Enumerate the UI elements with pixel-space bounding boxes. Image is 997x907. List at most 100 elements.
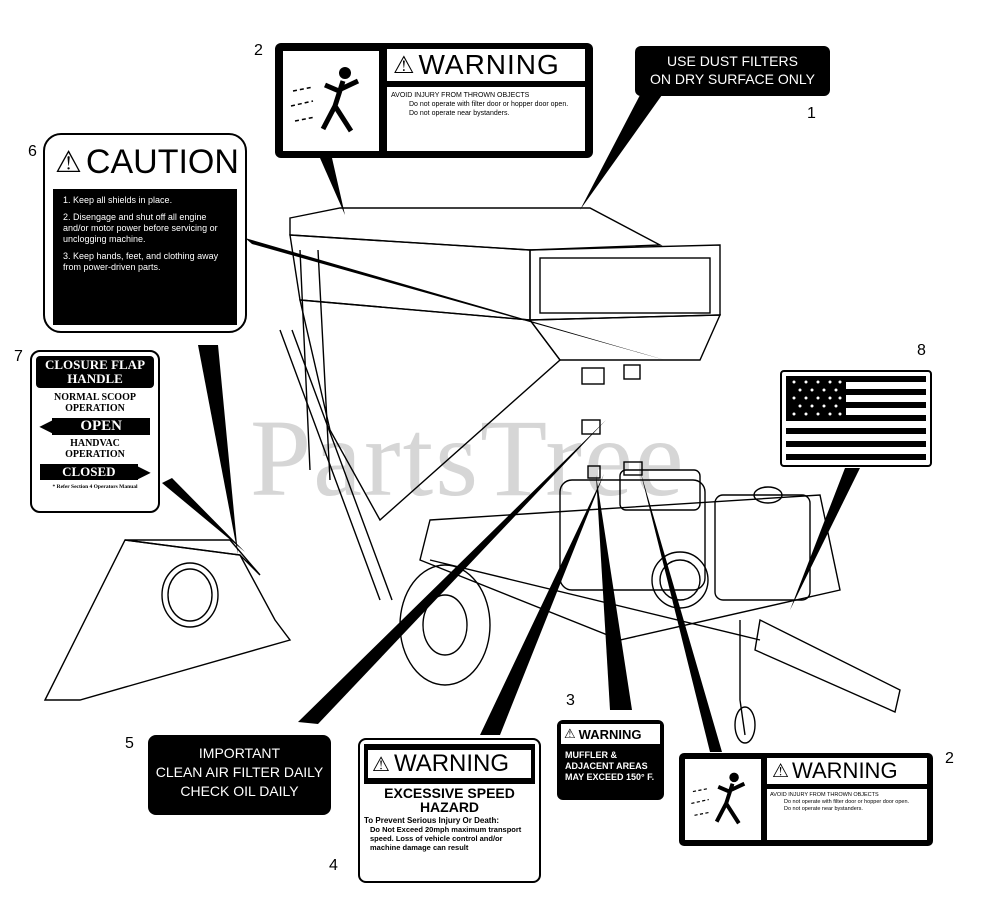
decal-spot (581, 419, 601, 435)
normal-scoop-line1: NORMAL SCOOP (54, 392, 136, 403)
frame (419, 494, 841, 641)
open-arrow: ◀ OPEN (40, 416, 150, 436)
callout-5: 5 (125, 735, 134, 752)
normal-scoop-line2: OPERATION (65, 403, 125, 414)
person-struck-icon (691, 772, 746, 825)
speed-sub: To Prevent Serious Injury Or Death: (364, 816, 499, 825)
wheel-hub (422, 594, 468, 656)
caution-item-2: 2. Disengage and shut off all engine and… (63, 212, 218, 244)
warning-title: AVOID INJURY FROM THROWN OBJECTS (391, 92, 530, 99)
decal-5-line3: CHECK OIL DAILY (180, 783, 299, 799)
muffler-line1: MUFFLER & (565, 750, 617, 760)
warning-text-panel: AVOID INJURY FROM THROWN OBJECTS Do not … (387, 87, 585, 151)
normal-scoop-label: NORMAL SCOOP OPERATION (32, 392, 158, 414)
blower-fan-inner (659, 559, 701, 601)
warning-text-panel: AVOID INJURY FROM THROWN OBJECTS Do not … (767, 789, 927, 840)
closure-flap-top (124, 539, 261, 576)
decal-spot (623, 364, 641, 380)
warning-banner: ⚠ WARNING (767, 758, 927, 784)
leader-lines (162, 95, 860, 752)
decal-2-warning-bottom: ⚠ WARNING AVOID INJURY FROM THROWN OBJEC… (679, 753, 933, 846)
warning-bullet-2: Do not operate near bystanders. (784, 806, 863, 812)
jack-stand (739, 620, 746, 736)
warning-triangle-icon: ⚠ (393, 51, 415, 79)
closure-title-1: CLOSURE FLAP (44, 357, 146, 372)
leader-1 (580, 95, 662, 210)
caution-item-3: 3. Keep hands, feet, and clothing away f… (63, 251, 219, 272)
caution-header: ⚠ CAUTION (45, 135, 245, 182)
handvac-line2: OPERATION (65, 449, 125, 460)
decal-2-warning-top: ⚠ WARNING AVOID INJURY FROM THROWN OBJEC… (275, 43, 593, 158)
person-struck-icon (290, 67, 360, 133)
caution-triangle-icon: ⚠ (55, 146, 82, 179)
engine (559, 479, 706, 591)
closed-arrow: CLOSED ▶ (40, 462, 150, 482)
speed-body: Do Not Exceed 20mph maximum transport sp… (370, 825, 522, 852)
thrown-objects-pictogram (685, 759, 761, 840)
decal-spot (623, 461, 643, 476)
muffler-warning-banner: ⚠ WARNING (561, 724, 660, 744)
hopper-front-upper (289, 234, 531, 321)
arrow-right-icon: ▶ (137, 464, 150, 481)
warning-banner: ⚠ WARNING (387, 49, 585, 81)
decal-7-closure-flap: CLOSURE FLAP HANDLE NORMAL SCOOP OPERATI… (30, 350, 160, 513)
warning-triangle-icon: ⚠ (772, 760, 790, 782)
decal-spot (581, 367, 605, 385)
decal-1-line1: USE DUST FILTERS (667, 53, 798, 69)
leader-2b (640, 470, 722, 752)
leader-3 (596, 475, 632, 710)
spring (299, 249, 331, 481)
decal-3-warning-muffler: ⚠ WARNING MUFFLER & ADJACENT AREAS MAY E… (557, 720, 664, 800)
closure-title-2: HANDLE (67, 371, 123, 386)
boom (279, 329, 393, 601)
us-flag-icon (786, 376, 926, 460)
warning-bullet-2: Do not operate near bystanders. (409, 110, 510, 117)
leader-4 (480, 474, 604, 735)
warning-triangle-icon: ⚠ (372, 753, 390, 776)
speed-warning-box: ⚠ WARNING (364, 744, 535, 784)
callout-8: 8 (917, 342, 926, 359)
leader-6 (245, 238, 665, 360)
caution-text-panel: 1. Keep all shields in place. 2. Disenga… (53, 189, 237, 325)
leader-7 (162, 478, 245, 552)
callout-7: 7 (14, 348, 23, 365)
arrow-left-icon: ◀ (40, 418, 53, 435)
callout-4: 4 (329, 857, 338, 874)
closure-title: CLOSURE FLAP HANDLE (36, 356, 154, 388)
callout-3: 3 (566, 692, 575, 709)
open-label: OPEN (52, 417, 150, 435)
engine-top (619, 469, 701, 511)
decal-6-caution: ⚠ CAUTION 1. Keep all shields in place. … (43, 133, 247, 333)
closed-label: CLOSED (40, 464, 138, 480)
decal-4-warning-speed: ⚠ WARNING EXCESSIVE SPEED HAZARD To Prev… (358, 738, 541, 883)
hitch-tongue (754, 618, 901, 713)
hopper-side (528, 314, 722, 361)
callout-6: 6 (28, 143, 37, 160)
closure-note: * Refer Section 4 Operators Manual (52, 484, 138, 490)
fuel-tank (714, 494, 811, 601)
handvac-label: HANDVAC OPERATION (32, 438, 158, 460)
warning-heading: WARNING (792, 758, 898, 783)
hopper-door (539, 257, 711, 314)
speed-warning-banner: ⚠ WARNING (368, 750, 531, 778)
callout-2: 2 (945, 750, 954, 767)
watermark: PartsTree (250, 397, 686, 519)
decal-5-line2: CLEAN AIR FILTER DAILY (155, 764, 324, 780)
handvac-line1: HANDVAC (70, 438, 120, 449)
hopper-front (299, 299, 561, 522)
thrown-objects-pictogram (283, 51, 379, 151)
leader-2a (320, 158, 345, 215)
decal-1-dust-filters: USE DUST FILTERS ON DRY SURFACE ONLY (635, 46, 830, 96)
muffler-text: MUFFLER & ADJACENT AREAS MAY EXCEED 150°… (559, 746, 662, 787)
closure-flap-hole (161, 562, 219, 628)
hopper-lid (289, 207, 663, 251)
jack-wheel (734, 706, 756, 744)
leader-6b (198, 345, 238, 555)
decal-1-line2: ON DRY SURFACE ONLY (650, 71, 815, 87)
closure-flap-hole-inner (167, 568, 213, 622)
warning-bullet-1: Do not operate with filter door or hoppe… (409, 101, 569, 108)
decal-spot (587, 465, 601, 479)
frame-rail (429, 559, 761, 641)
callout-2: 2 (254, 42, 263, 59)
